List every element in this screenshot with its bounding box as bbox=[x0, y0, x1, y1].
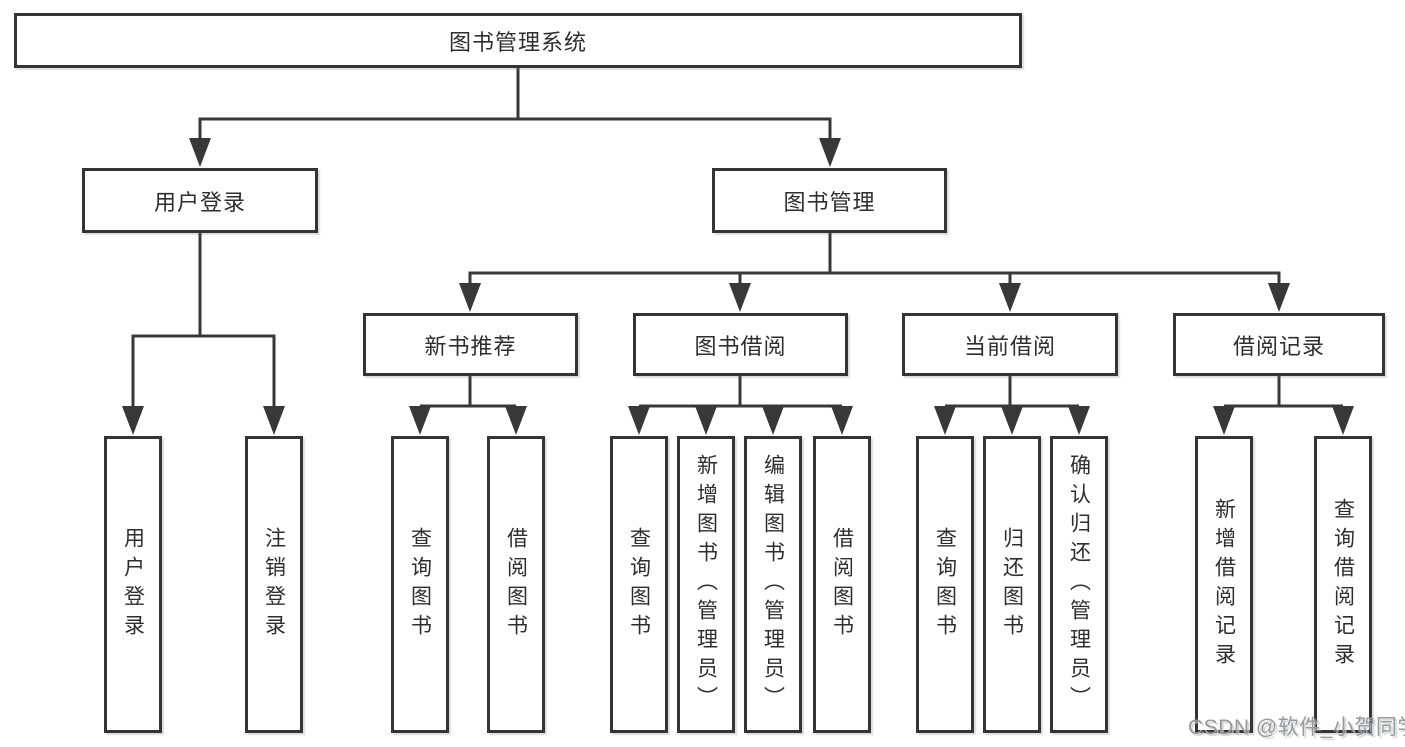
leaf-logout: 注销登录 bbox=[245, 436, 303, 733]
node-book-management-branch: 图书管理 bbox=[712, 168, 947, 233]
node-root-system: 图书管理系统 bbox=[14, 13, 1022, 68]
node-borrow-records: 借阅记录 bbox=[1173, 313, 1385, 376]
node-user-login-branch: 用户登录 bbox=[82, 168, 318, 233]
leaf-records-query-record: 查询借阅记录 bbox=[1314, 436, 1372, 733]
leaf-borrow-borrow-books: 借阅图书 bbox=[813, 436, 871, 733]
csdn-watermark: CSDN @软件_小贺同学 bbox=[1188, 716, 1405, 739]
leaf-user-login: 用户登录 bbox=[104, 436, 162, 733]
arrowheads bbox=[122, 138, 1354, 435]
leaf-borrow-query-books: 查询图书 bbox=[610, 436, 668, 733]
leaf-records-add-record: 新增借阅记录 bbox=[1195, 436, 1253, 733]
leaf-current-confirm-return-admin: 确认归还（管理员） bbox=[1050, 436, 1108, 733]
leaf-current-query-books: 查询图书 bbox=[916, 436, 974, 733]
leaf-newbook-borrow-books: 借阅图书 bbox=[487, 436, 545, 733]
leaf-newbook-query-books: 查询图书 bbox=[391, 436, 449, 733]
node-new-book-recommend: 新书推荐 bbox=[363, 313, 578, 376]
leaf-borrow-add-books-admin: 新增图书（管理员） bbox=[677, 436, 735, 733]
leaf-current-return-books: 归还图书 bbox=[983, 436, 1041, 733]
leaf-borrow-edit-books-admin: 编辑图书（管理员） bbox=[744, 436, 802, 733]
node-current-borrow: 当前借阅 bbox=[902, 313, 1118, 376]
node-book-borrow: 图书借阅 bbox=[633, 313, 848, 376]
